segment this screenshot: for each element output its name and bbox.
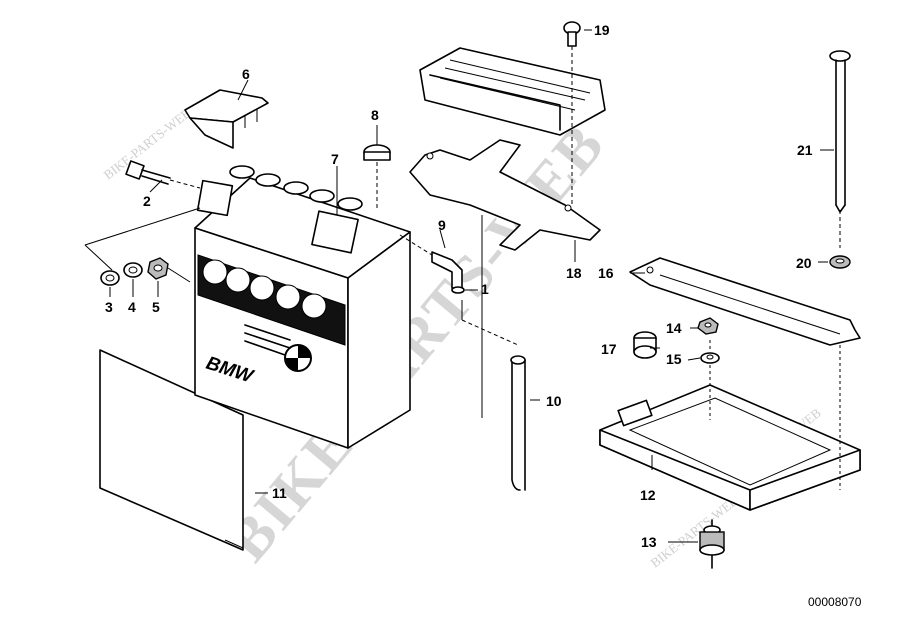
callout-16: 16 (598, 265, 614, 281)
part-rubber-buffer (633, 331, 657, 359)
callout-5: 5 (152, 299, 160, 315)
part-control-unit (419, 47, 606, 136)
callout-15: 15 (666, 351, 682, 367)
part-long-bolt (829, 50, 851, 213)
callout-14: 14 (666, 320, 682, 336)
part-nut-20 (829, 255, 851, 269)
part-vent-plug (363, 144, 391, 161)
callout-21: 21 (797, 142, 813, 158)
part-hold-down-strap (629, 257, 861, 346)
part-rubber-mount (699, 519, 725, 569)
callout-17: 17 (601, 341, 617, 357)
callout-19: 19 (594, 22, 610, 38)
part-battery: BMW (194, 165, 411, 449)
diagram-code: 00008070 (808, 595, 862, 609)
part-battery-tray (599, 384, 861, 511)
callout-4: 4 (128, 299, 136, 315)
callout-10: 10 (546, 393, 562, 409)
part-bracket (409, 139, 601, 251)
leader-lines (84, 29, 841, 543)
callout-7: 7 (331, 151, 339, 167)
callout-1: 1 (481, 281, 489, 297)
part-washer-15 (700, 352, 720, 364)
part-bolt (125, 160, 171, 185)
callout-2: 2 (143, 193, 151, 209)
callout-12: 12 (640, 487, 656, 503)
part-terminal-cover (184, 89, 269, 149)
part-washers-nut (100, 257, 169, 286)
callout-18: 18 (566, 265, 582, 281)
watermark-small-2: BIKE-PARTS-WEB (648, 493, 741, 571)
callout-11: 11 (272, 485, 287, 501)
callout-labels: 1 2 3 4 5 6 7 8 9 10 11 12 13 14 15 16 1… (105, 22, 813, 550)
callout-6: 6 (242, 66, 250, 82)
callout-13: 13 (641, 534, 657, 550)
part-vent-hose (510, 355, 526, 491)
callout-20: 20 (796, 255, 812, 271)
part-nut-14 (697, 317, 719, 335)
callout-9: 9 (438, 217, 446, 233)
part-screw (563, 21, 581, 47)
callout-3: 3 (105, 299, 113, 315)
callout-8: 8 (371, 107, 379, 123)
part-vent-elbow (431, 251, 465, 294)
